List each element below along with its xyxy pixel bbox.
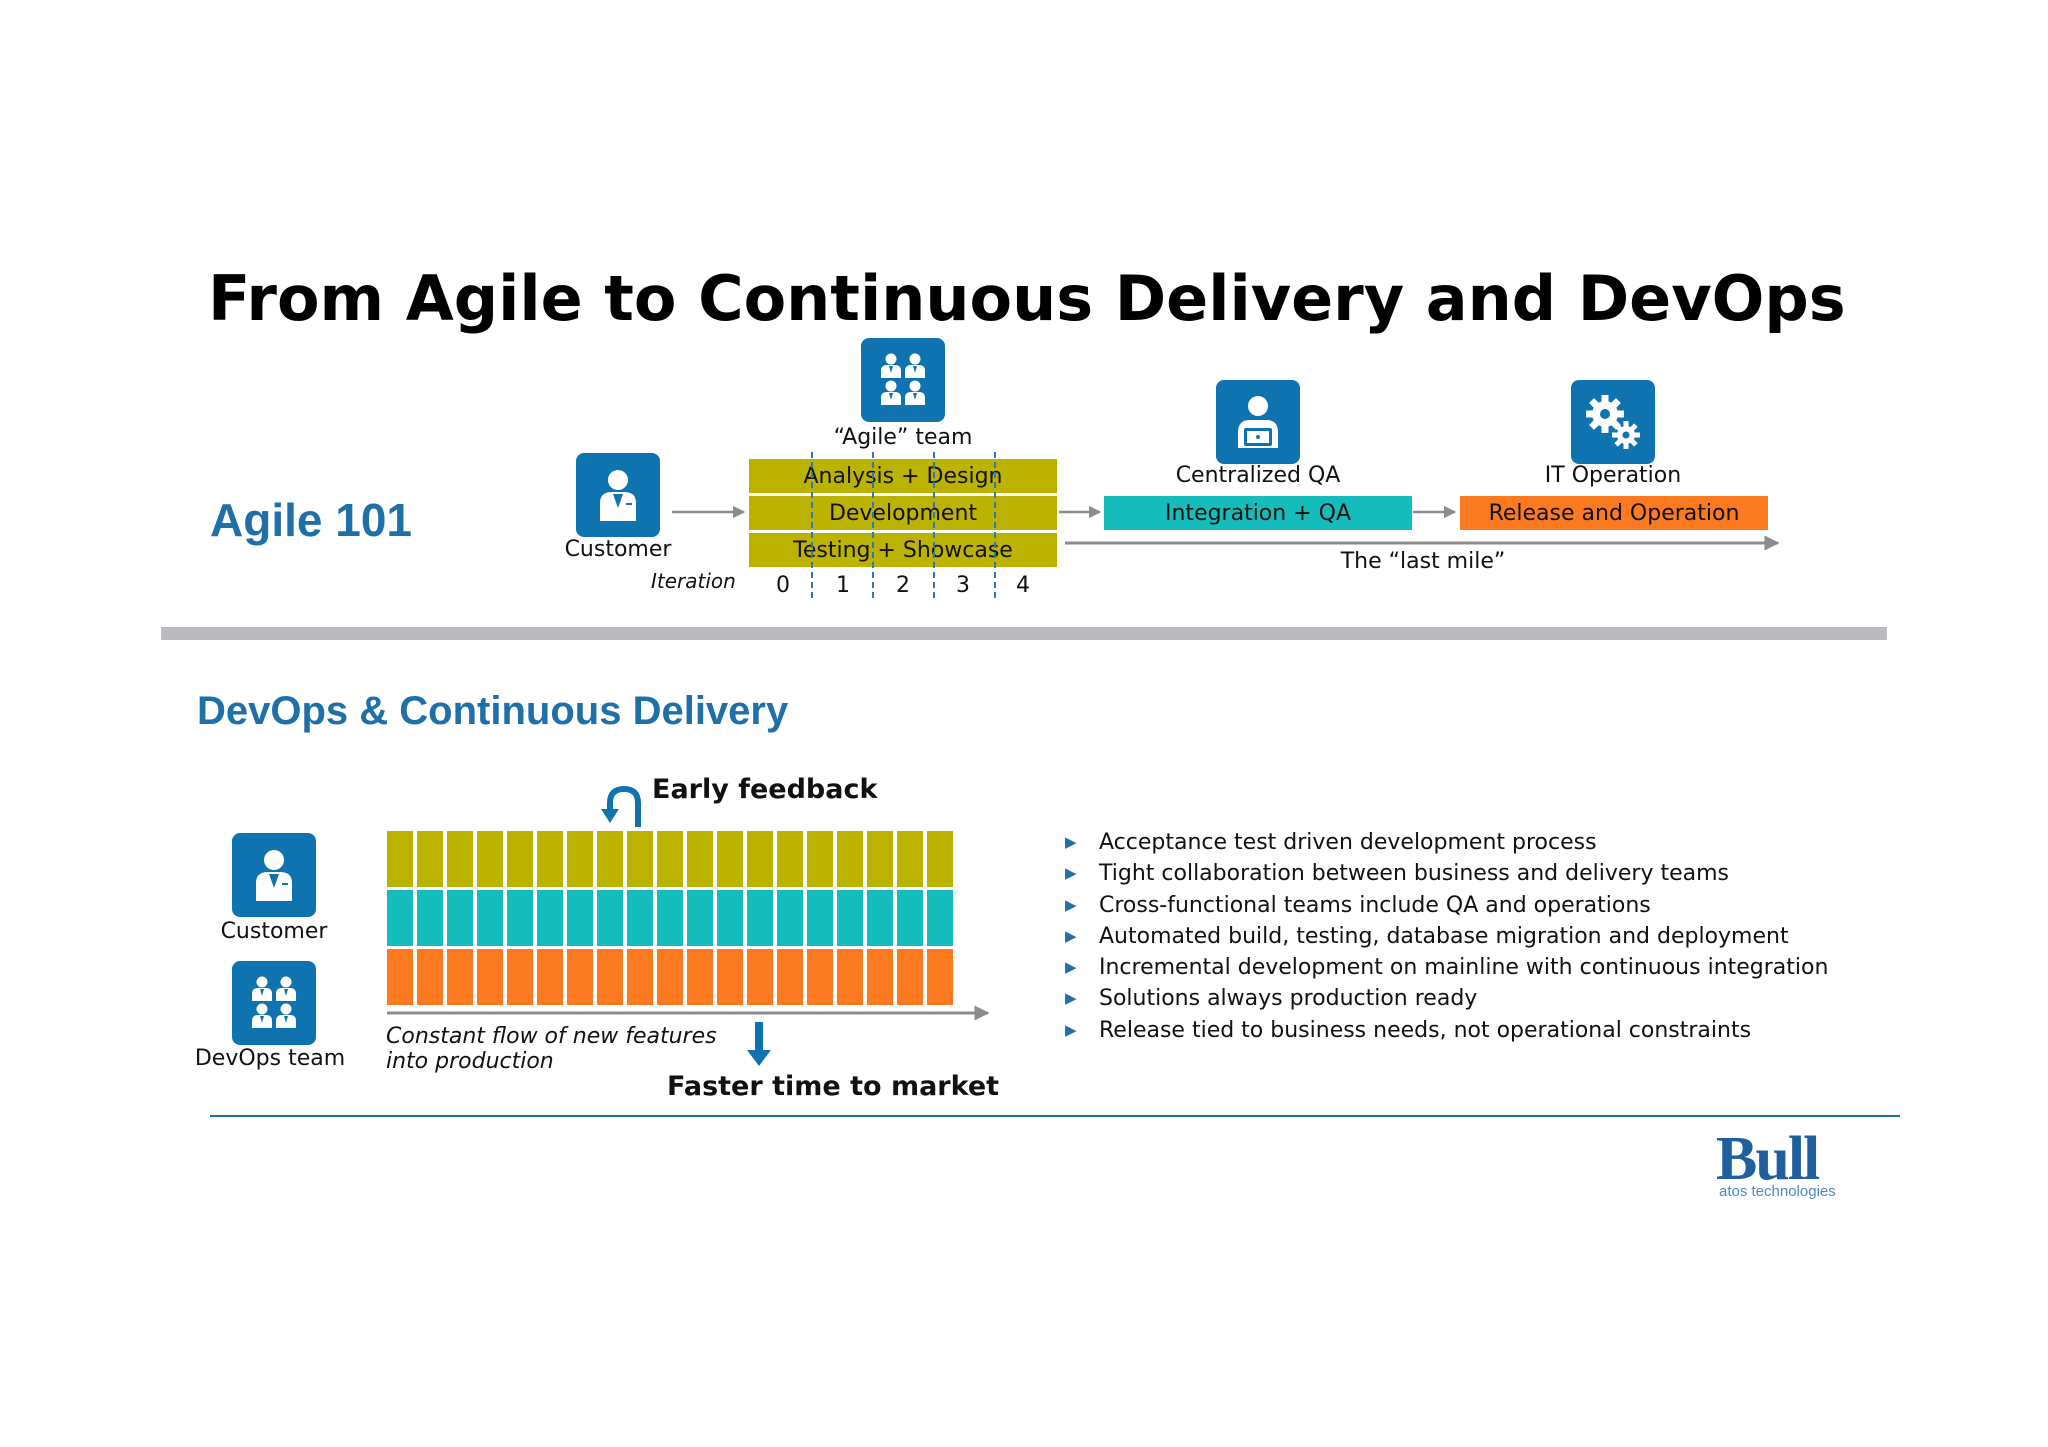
- benefits-list: ▶Acceptance test driven development proc…: [1065, 827, 1828, 1046]
- agile-section-title: Agile 101: [210, 494, 412, 546]
- bullet-triangle-icon: ▶: [1065, 895, 1077, 914]
- phase-analysis-design: Analysis + Design: [749, 459, 1057, 493]
- qa-icon: [1216, 380, 1300, 464]
- devops-customer-label: Customer: [220, 919, 328, 944]
- customer-icon: [576, 453, 660, 537]
- iteration-number: 3: [956, 573, 970, 598]
- iteration-divider: [994, 452, 996, 598]
- iteration-divider: [872, 452, 874, 598]
- team-icon: [232, 961, 316, 1045]
- last-mile-label: The “last mile”: [1340, 549, 1506, 574]
- iteration-number: 2: [896, 573, 910, 598]
- phase-testing-showcase: Testing + Showcase: [749, 533, 1057, 567]
- gears-icon: [1571, 380, 1655, 464]
- bullet-triangle-icon: ▶: [1065, 864, 1077, 883]
- flow-label-line2: into production: [386, 1049, 554, 1074]
- iteration-number: 4: [1016, 573, 1030, 598]
- list-item: ▶Incremental development on mainline wit…: [1065, 952, 1828, 983]
- iteration-divider: [933, 452, 935, 598]
- bullet-triangle-icon: ▶: [1065, 1020, 1077, 1039]
- flow-label-line1: Constant flow of new features: [386, 1024, 717, 1049]
- bullet-triangle-icon: ▶: [1065, 926, 1077, 945]
- logo-tagline: atos technologies: [1719, 1183, 1836, 1200]
- it-operation-label: IT Operation: [1544, 463, 1682, 488]
- agile-team-label: “Agile” team: [833, 425, 973, 450]
- customer-icon: [232, 833, 316, 917]
- bullet-triangle-icon: ▶: [1065, 833, 1077, 851]
- list-item: ▶Acceptance test driven development proc…: [1065, 827, 1828, 858]
- grid-row-teal: [387, 890, 953, 946]
- bullet-triangle-icon: ▶: [1065, 958, 1077, 977]
- down-arrow-icon: [747, 1022, 771, 1066]
- section-divider: [161, 627, 1887, 640]
- qa-label: Centralized QA: [1175, 463, 1341, 488]
- constant-flow-label: Constant flow of new features into produ…: [386, 1024, 717, 1074]
- list-item: ▶Tight collaboration between business an…: [1065, 858, 1828, 889]
- early-feedback-label: Early feedback: [652, 774, 878, 805]
- bull-logo: Bull: [1716, 1125, 1820, 1193]
- integration-qa-box: Integration + QA: [1104, 496, 1412, 530]
- iteration-number: 0: [776, 573, 790, 598]
- release-operation-box: Release and Operation: [1460, 496, 1768, 530]
- grid-row-olive: [387, 831, 953, 887]
- delivery-grid: [387, 831, 953, 1005]
- team-icon: [861, 338, 945, 422]
- customer-label: Customer: [564, 537, 672, 562]
- phase-development: Development: [749, 496, 1057, 530]
- list-item: ▶Release tied to business needs, not ope…: [1065, 1015, 1828, 1046]
- page-title: From Agile to Continuous Delivery and De…: [208, 262, 1846, 335]
- iteration-divider: [811, 452, 813, 598]
- list-item: ▶Solutions always production ready: [1065, 983, 1828, 1014]
- grid-row-orange: [387, 949, 953, 1005]
- devops-section-title: DevOps & Continuous Delivery: [197, 689, 789, 733]
- footer-rule: [210, 1115, 1900, 1117]
- list-item: ▶Cross-functional teams include QA and o…: [1065, 890, 1828, 921]
- feedback-loop-icon: [601, 785, 641, 827]
- bullet-triangle-icon: ▶: [1065, 989, 1077, 1008]
- devops-team-label: DevOps team: [194, 1046, 346, 1071]
- iteration-number: 1: [836, 573, 850, 598]
- list-item: ▶Automated build, testing, database migr…: [1065, 921, 1828, 952]
- faster-time-label: Faster time to market: [667, 1071, 1000, 1102]
- iteration-label: Iteration: [651, 569, 736, 593]
